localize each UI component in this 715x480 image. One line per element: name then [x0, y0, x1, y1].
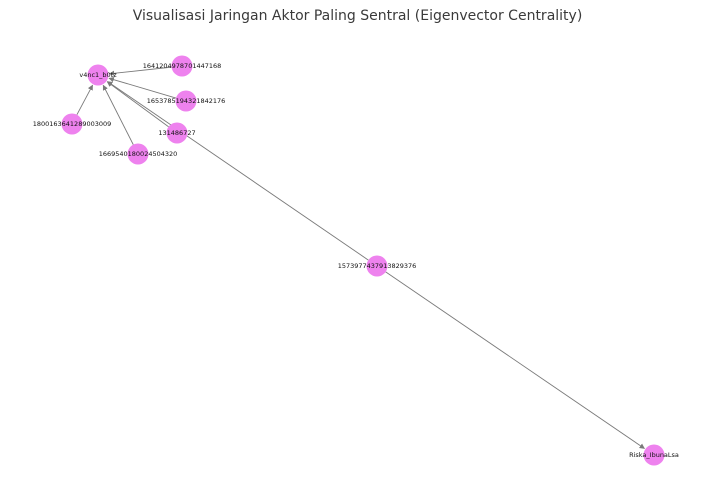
node-label-1800163641289003009: 1800163641289003009 — [33, 120, 112, 128]
edge-1573977437913829376-to-v4nc1_b0tz — [107, 81, 369, 261]
edge-1800163641289003009-to-v4nc1_b0tz — [76, 84, 94, 115]
node-1641204978701447168[interactable] — [171, 55, 193, 77]
edges-layer — [76, 66, 645, 449]
nodes-layer — [61, 55, 665, 466]
edge-1653785194321842176-to-v4nc1_b0tz — [108, 77, 177, 99]
node-label-1669540180024504320: 1669540180024504320 — [99, 150, 178, 158]
node-v4nc1_b0tz[interactable] — [87, 64, 109, 86]
node-label-v4nc1_b0tz: v4nc1_b0tz — [79, 71, 117, 79]
labels-layer: v4nc1_b0tz 1641204978701447168 16537851943… — [33, 62, 679, 459]
node-label-1653785194321842176: 1653785194321842176 — [147, 97, 226, 105]
node-1573977437913829376[interactable] — [366, 255, 388, 277]
node-label-1641204978701447168: 1641204978701447168 — [143, 62, 222, 70]
node-label-131486727: 131486727 — [158, 129, 195, 137]
chart-title: Visualisasi Jaringan Aktor Paling Sentra… — [132, 8, 583, 24]
edge-1573977437913829376-to-Riska_IbunaLsa — [385, 271, 645, 449]
edge-131486727-to-v4nc1_b0tz — [106, 81, 169, 128]
node-label-1573977437913829376: 1573977437913829376 — [338, 262, 417, 270]
node-Riska_IbunaLsa[interactable] — [643, 444, 665, 466]
node-1669540180024504320[interactable] — [127, 143, 149, 165]
node-1653785194321842176[interactable] — [175, 90, 197, 112]
node-1800163641289003009[interactable] — [61, 113, 83, 135]
node-label-Riska_IbunaLsa: Riska_IbunaLsa — [629, 451, 679, 459]
edge-1641204978701447168-to-v4nc1_b0tz — [108, 66, 172, 76]
node-131486727[interactable] — [166, 122, 188, 144]
edge-1669540180024504320-to-v4nc1_b0tz — [102, 84, 134, 145]
